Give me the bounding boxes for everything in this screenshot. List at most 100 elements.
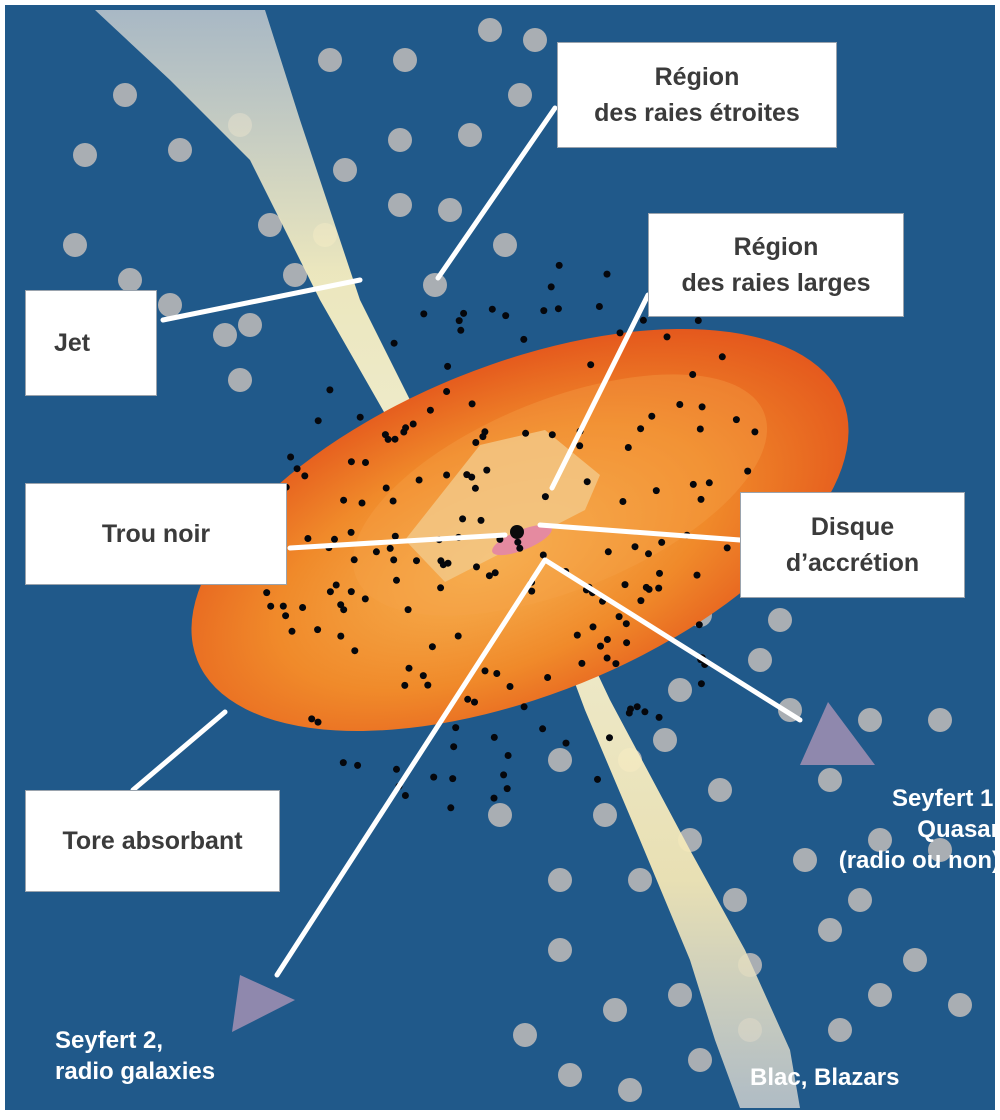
gray-cloud (818, 918, 842, 942)
black-dot (493, 670, 500, 677)
jet-label-text: Jet (54, 325, 90, 361)
black-dot (658, 539, 665, 546)
black-dot (520, 336, 527, 343)
gray-cloud (708, 778, 732, 802)
black-dot (263, 589, 270, 596)
blazars-label: Blac, Blazars (750, 1062, 899, 1093)
seyfert1-label: Seyfert 1, Quasar (radio ou non) (785, 783, 1000, 876)
black-dot (694, 572, 701, 579)
black-dot (612, 660, 619, 667)
black-dot (514, 539, 521, 546)
black-dot (587, 361, 594, 368)
black-dot (491, 795, 498, 802)
gray-cloud (558, 1063, 582, 1087)
black-dot (400, 429, 407, 436)
black-dot (643, 584, 650, 591)
black-dot (653, 487, 660, 494)
gray-cloud (488, 803, 512, 827)
gray-cloud (688, 1048, 712, 1072)
black-dot (393, 577, 400, 584)
black-dot (331, 536, 338, 543)
black-dot (605, 548, 612, 555)
black-dot (505, 752, 512, 759)
black-dot (516, 545, 523, 552)
black-hole-label: Trou noir (25, 483, 287, 585)
black-dot (340, 497, 347, 504)
black-dot (617, 329, 624, 336)
gray-cloud (828, 1018, 852, 1042)
black-dot (637, 425, 644, 432)
black-dot (402, 792, 409, 799)
black-dot (308, 715, 315, 722)
gray-cloud (668, 678, 692, 702)
black-dot (354, 762, 361, 769)
black-dot (522, 430, 529, 437)
black-dot (405, 606, 412, 613)
black-dot (373, 548, 380, 555)
accretion-disk-subtitle: d’accrétion (786, 545, 919, 581)
black-dot (574, 632, 581, 639)
black-dot (326, 386, 333, 393)
black-dot (327, 588, 334, 595)
gray-cloud (478, 18, 502, 42)
black-dot (443, 388, 450, 395)
black-dot (437, 584, 444, 591)
black-dot (294, 465, 301, 472)
black-dot (464, 696, 471, 703)
black-dot (390, 498, 397, 505)
gray-cloud (748, 648, 772, 672)
gray-cloud (603, 998, 627, 1022)
gray-cloud (508, 83, 532, 107)
gray-cloud (513, 1023, 537, 1047)
black-dot (390, 556, 397, 563)
torus-label: Tore absorbant (25, 790, 280, 892)
black-dot (544, 674, 551, 681)
gray-cloud (63, 233, 87, 257)
seyfert1-line1: Seyfert 1, (785, 783, 1000, 814)
black-dot (429, 643, 436, 650)
gray-cloud (848, 888, 872, 912)
black-dot (656, 714, 663, 721)
black-dot (348, 588, 355, 595)
black-dot (413, 557, 420, 564)
black-dot (348, 458, 355, 465)
black-dot (427, 407, 434, 414)
black-dot (351, 556, 358, 563)
gray-cloud (593, 803, 617, 827)
black-dot (282, 612, 289, 619)
black-dot (287, 454, 294, 461)
black-dot (383, 485, 390, 492)
black-dot (699, 403, 706, 410)
black-dot (337, 633, 344, 640)
black-dot (596, 303, 603, 310)
broad-line-region-subtitle: des raies larges (681, 265, 870, 301)
black-dot (340, 606, 347, 613)
black-dot (504, 785, 511, 792)
black-dot (664, 333, 671, 340)
black-dot (627, 706, 634, 713)
black-dot (540, 307, 547, 314)
gray-cloud (618, 1078, 642, 1102)
gray-cloud (393, 48, 417, 72)
black-dot (540, 552, 547, 559)
black-dot (604, 636, 611, 643)
black-dot (410, 421, 417, 428)
gray-cloud (653, 728, 677, 752)
black-dot (549, 431, 556, 438)
narrow-line-region-title: Région (594, 59, 800, 95)
gray-cloud (113, 83, 137, 107)
black-dot (450, 743, 457, 750)
black-dot (440, 561, 447, 568)
gray-cloud (228, 368, 252, 392)
black-dot (456, 317, 463, 324)
black-dot (401, 682, 408, 689)
black-dot (463, 471, 470, 478)
black-dot (724, 544, 731, 551)
black-dot (584, 478, 591, 485)
black-dot (460, 310, 467, 317)
black-dot (362, 595, 369, 602)
black-dot (634, 703, 641, 710)
black-dot (623, 639, 630, 646)
broad-line-region-label: Région des raies larges (648, 213, 904, 317)
black-dot (472, 439, 479, 446)
